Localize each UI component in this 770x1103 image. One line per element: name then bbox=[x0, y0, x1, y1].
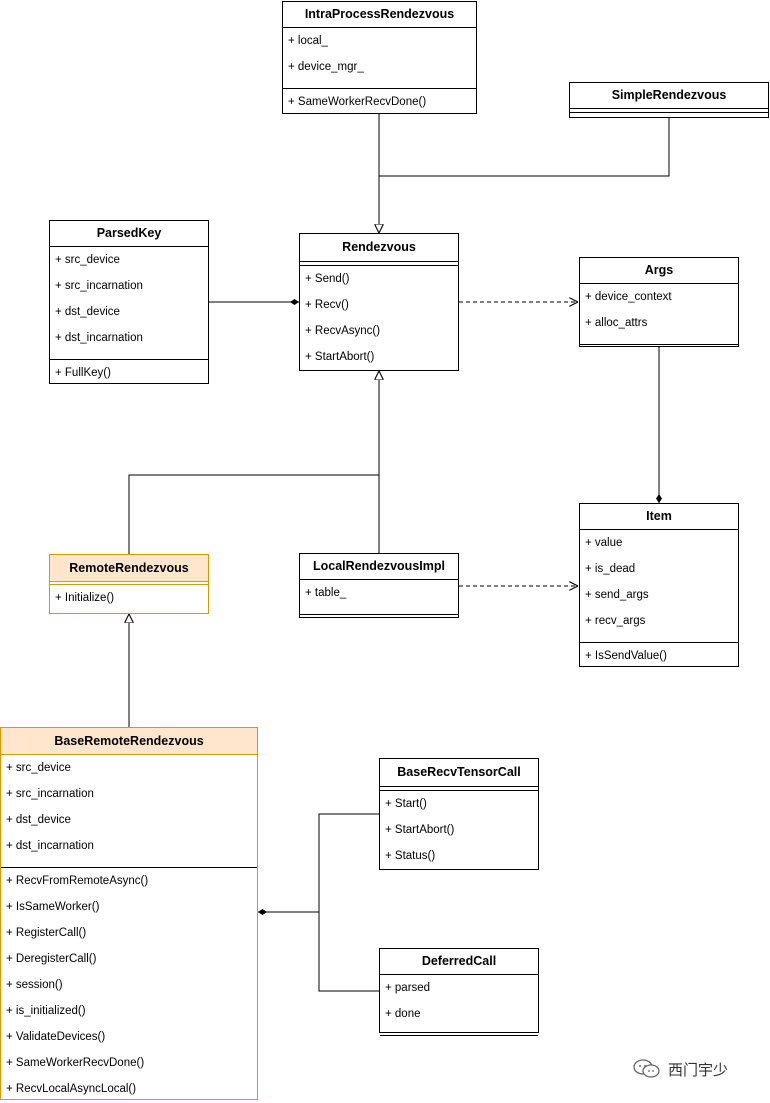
class-base-recv-tensor-call[interactable]: BaseRecvTensorCall + Start() + StartAbor… bbox=[379, 758, 539, 870]
watermark: 西门宇少 bbox=[632, 1058, 728, 1080]
class-base-remote-rendezvous[interactable]: BaseRemoteRendezvous + src_device + src_… bbox=[0, 727, 258, 1100]
class-intra-process-rendezvous[interactable]: IntraProcessRendezvous + local_ + device… bbox=[282, 1, 477, 114]
method-item: + RecvLocalAsyncLocal() bbox=[6, 1083, 137, 1095]
method-item: + SameWorkerRecvDone() bbox=[288, 96, 427, 108]
class-local-rendezvous-impl[interactable]: LocalRendezvousImpl + table_ bbox=[299, 553, 459, 618]
attribute-item: + dst_incarnation bbox=[6, 840, 94, 852]
method-item: + Send() bbox=[305, 273, 350, 285]
class-rendezvous[interactable]: Rendezvous + Send() + Recv() + RecvAsync… bbox=[299, 233, 459, 371]
class-title: IntraProcessRendezvous bbox=[304, 7, 455, 21]
method-item: + StartAbort() bbox=[385, 824, 455, 836]
method-item: + SameWorkerRecvDone() bbox=[6, 1057, 145, 1069]
attribute-item: + device_context bbox=[585, 291, 672, 303]
method-item: + session() bbox=[6, 979, 63, 991]
attribute-item: + local_ bbox=[288, 35, 328, 47]
attribute-item: + dst_incarnation bbox=[55, 332, 143, 344]
method-item: + RegisterCall() bbox=[6, 927, 87, 939]
wechat-bubble-icon bbox=[633, 1059, 660, 1078]
method-item: + Status() bbox=[385, 850, 436, 862]
class-title: DeferredCall bbox=[421, 954, 497, 968]
method-item: + RecvAsync() bbox=[305, 325, 381, 337]
attribute-item: + src_device bbox=[6, 762, 71, 774]
class-title: LocalRendezvousImpl bbox=[313, 559, 445, 573]
attribute-item: + device_mgr_ bbox=[288, 61, 364, 73]
class-remote-rendezvous[interactable]: RemoteRendezvous + Initialize() bbox=[49, 554, 209, 614]
method-item: + Initialize() bbox=[55, 592, 115, 604]
class-title: Args bbox=[644, 263, 674, 277]
class-item[interactable]: Item + value + is_dead + send_args + rec… bbox=[579, 503, 739, 667]
attribute-item: + src_incarnation bbox=[6, 788, 94, 800]
attribute-item: + alloc_attrs bbox=[585, 317, 648, 329]
attribute-item: + src_incarnation bbox=[55, 280, 143, 292]
class-title: BaseRemoteRendezvous bbox=[1, 728, 257, 755]
method-item: + StartAbort() bbox=[305, 351, 375, 363]
baserecv-to-baseremote-line bbox=[318, 813, 379, 912]
attribute-item: + done bbox=[385, 1008, 421, 1020]
class-title: BaseRecvTensorCall bbox=[397, 765, 521, 779]
remote-to-rendezvous-line bbox=[128, 474, 379, 554]
class-title: Item bbox=[646, 509, 672, 523]
method-item: + Recv() bbox=[305, 299, 349, 311]
watermark-text: 西门宇少 bbox=[668, 1061, 729, 1079]
method-item: + IsSameWorker() bbox=[6, 901, 100, 913]
class-title: Rendezvous bbox=[342, 240, 416, 254]
simple-to-rendezvous-line bbox=[379, 118, 670, 177]
attribute-item: + value bbox=[585, 537, 623, 549]
attribute-item: + src_device bbox=[55, 254, 120, 266]
method-item: + Start() bbox=[385, 798, 427, 810]
method-item: + is_initialized() bbox=[6, 1005, 86, 1017]
class-title: RemoteRendezvous bbox=[50, 555, 208, 582]
class-title: SimpleRendezvous bbox=[611, 88, 727, 102]
attribute-item: + send_args bbox=[585, 589, 649, 601]
attribute-item: + recv_args bbox=[585, 615, 646, 627]
method-item: + ValidateDevices() bbox=[6, 1031, 106, 1043]
attribute-item: + table_ bbox=[305, 587, 347, 599]
class-title: ParsedKey bbox=[96, 226, 162, 240]
attribute-item: + parsed bbox=[385, 982, 431, 994]
attribute-item: + dst_device bbox=[6, 814, 71, 826]
class-parsed-key[interactable]: ParsedKey + src_device + src_incarnation… bbox=[49, 220, 209, 384]
method-item: + DeregisterCall() bbox=[6, 953, 97, 965]
class-deferred-call[interactable]: DeferredCall + parsed + done bbox=[379, 948, 539, 1036]
method-item: + FullKey() bbox=[55, 367, 111, 379]
attribute-item: + dst_device bbox=[55, 306, 120, 318]
class-args[interactable]: Args + device_context + alloc_attrs bbox=[579, 257, 739, 347]
attribute-item: + is_dead bbox=[585, 563, 636, 575]
method-item: + RecvFromRemoteAsync() bbox=[6, 875, 149, 887]
method-item: + IsSendValue() bbox=[585, 650, 667, 662]
deferred-to-baseremote-line bbox=[318, 912, 379, 992]
class-simple-rendezvous[interactable]: SimpleRendezvous bbox=[569, 82, 769, 118]
